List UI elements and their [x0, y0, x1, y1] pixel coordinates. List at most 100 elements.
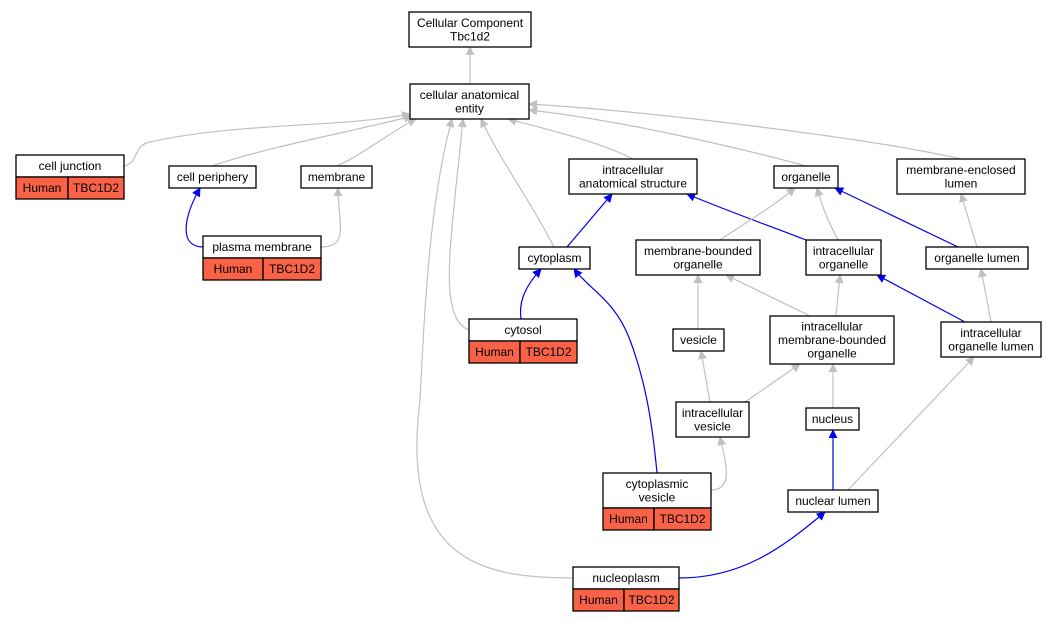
node-label: vesicle	[639, 490, 676, 504]
node-label: intracellular	[813, 244, 874, 258]
node-label: intracellular	[801, 320, 862, 334]
edge-io-to-ias	[686, 192, 807, 241]
node-ves[interactable]: vesicle	[672, 328, 725, 352]
node-box	[168, 165, 257, 189]
annotation-gene-cell	[519, 340, 578, 364]
node-box	[787, 489, 879, 513]
edge-ol-to-org	[834, 187, 959, 248]
node-label: membrane-bounded	[778, 333, 886, 347]
node-label: organelle	[807, 347, 857, 361]
node-label: membrane	[308, 170, 366, 184]
annotation-gene-cell	[262, 257, 322, 281]
edge-pm-to-cp	[185, 187, 204, 248]
edge-imbo-to-mbo	[725, 274, 811, 317]
node-box	[896, 158, 1026, 195]
edge-np-to-nl	[678, 511, 826, 579]
edge-mem-to-cae	[336, 118, 417, 167]
annotation-species: Human	[214, 262, 253, 276]
annotation-species: Human	[475, 345, 514, 359]
node-label: organelle	[819, 257, 869, 271]
node-box	[518, 246, 591, 270]
annotation-species: Human	[609, 512, 648, 526]
node-label: vesicle	[694, 419, 731, 433]
edge-pm-to-mem	[320, 187, 343, 248]
node-label: membrane-enclosed	[906, 163, 1015, 177]
node-box	[409, 83, 530, 120]
node-label: cell junction	[39, 159, 102, 173]
edge-mel-to-cae	[528, 100, 962, 160]
edge-cp-to-cae	[211, 113, 413, 167]
edge-ol-to-mel	[959, 193, 978, 248]
edge-cyto-to-ias	[566, 193, 613, 248]
edge-io-to-org	[814, 187, 839, 241]
edge-np-to-cae	[416, 118, 574, 579]
annotation-gene: TBC1D2	[525, 345, 571, 359]
node-org[interactable]: organelle	[773, 165, 839, 189]
node-label: organelle	[673, 257, 723, 271]
node-nuc[interactable]: nucleus	[805, 407, 860, 431]
node-label: Tbc1d2	[450, 29, 490, 43]
node-box	[635, 239, 761, 276]
node-label: Cellular Component	[417, 16, 524, 30]
node-box	[805, 239, 882, 276]
node-ol[interactable]: organelle lumen	[925, 246, 1029, 270]
annotation-gene: TBC1D2	[659, 512, 705, 526]
node-label: anatomical structure	[579, 176, 687, 190]
edge-iol-to-io	[876, 274, 966, 323]
annotation-gene-cell	[653, 507, 712, 531]
node-label: membrane-bounded	[644, 244, 752, 258]
node-box	[940, 321, 1042, 358]
node-label: vesicle	[680, 333, 717, 347]
annotation-gene: TBC1D2	[628, 593, 674, 607]
edge-cytosol-to-cyto	[519, 268, 542, 320]
edge-cyto-to-cae	[480, 118, 555, 248]
edge-imbo-to-io	[834, 274, 844, 317]
node-box	[805, 407, 860, 431]
node-label: intracellular	[960, 326, 1021, 340]
annotation-species: Human	[23, 181, 62, 195]
node-label: plasma membrane	[212, 240, 312, 254]
node-box	[568, 158, 698, 195]
edge-iv-to-ves	[697, 350, 711, 403]
edge-cv-to-cyto	[573, 268, 658, 474]
node-box	[773, 165, 839, 189]
node-label: nuclear lumen	[795, 494, 870, 508]
node-mem[interactable]: membrane	[300, 165, 373, 189]
node-box	[300, 165, 373, 189]
node-box	[769, 315, 895, 365]
node-cyto[interactable]: cytoplasm	[518, 246, 591, 270]
node-label: cytoplasm	[527, 251, 581, 265]
edge-org-to-cae	[528, 106, 807, 167]
node-label: cellular anatomical	[420, 88, 519, 102]
node-cp[interactable]: cell periphery	[168, 165, 257, 189]
edge-iol-to-ol	[978, 268, 992, 323]
node-label: intracellular	[602, 163, 663, 177]
node-box	[925, 246, 1029, 270]
annotation-gene: TBC1D2	[269, 262, 315, 276]
node-nl[interactable]: nuclear lumen	[787, 489, 879, 513]
annotation-species: Human	[579, 593, 618, 607]
annotation-gene-cell	[67, 176, 125, 200]
node-label: organelle lumen	[948, 339, 1033, 353]
node-label: entity	[455, 101, 484, 115]
edge-nl-to-iol	[847, 356, 975, 491]
node-box	[672, 328, 725, 352]
node-label: organelle lumen	[934, 251, 1019, 265]
edge-cj-to-cae	[123, 111, 411, 167]
annotation-gene: TBC1D2	[73, 181, 119, 195]
